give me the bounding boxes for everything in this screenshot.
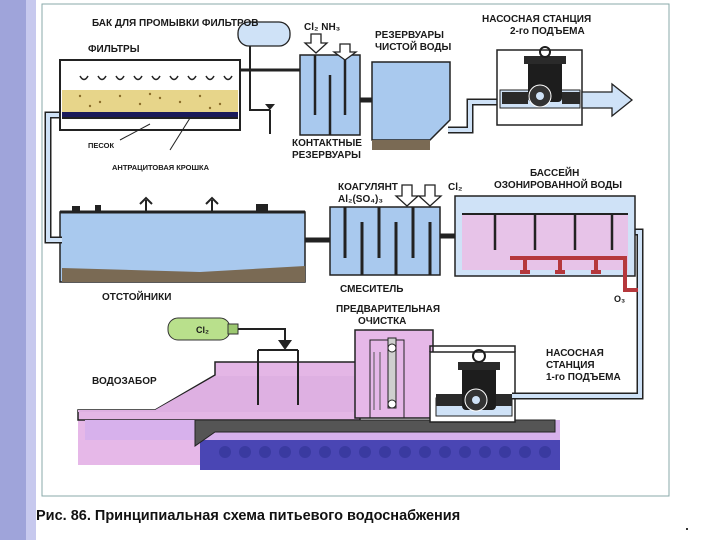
filters	[59, 59, 241, 151]
label-cl2-nh3: Cl₂ NH₃	[304, 22, 341, 33]
label-cl2-mixer: Cl₂	[448, 182, 462, 193]
intake-screens	[257, 349, 299, 405]
label-pre-clean-1: ПРЕДВАРИТЕЛЬНАЯ	[336, 304, 440, 315]
corner-dot	[686, 528, 688, 530]
settlers	[59, 196, 306, 283]
intake-channel-water	[78, 376, 360, 412]
filter-wash-tank	[237, 21, 291, 134]
clean-water-reservoir	[360, 61, 451, 150]
riverbed-stones	[219, 446, 551, 458]
label-mixer: СМЕСИТЕЛЬ	[340, 284, 403, 295]
contact-tanks	[299, 54, 361, 136]
label-ozone-pool-2: ОЗОНИРОВАННОЙ ВОДЫ	[494, 178, 622, 191]
pre-cleaning-unit	[354, 329, 434, 419]
flow-out-arrow	[581, 82, 634, 118]
label-pump2-1: НАСОСНАЯ СТАНЦИЯ	[482, 14, 591, 25]
pump-station-1-building	[429, 345, 516, 423]
label-coagulant-1: КОАГУЛЯНТ	[338, 182, 398, 193]
label-clean-water-1: РЕЗЕРВУАРЫ	[375, 30, 444, 41]
chlorine-cylinder-icon	[167, 317, 292, 350]
slide-accent-bar-light	[26, 0, 36, 540]
label-cl2-cylinder: Cl₂	[196, 325, 209, 335]
label-intake: ВОДОЗАБОР	[92, 376, 157, 387]
mixer	[329, 206, 441, 276]
label-contact-tanks-2: РЕЗЕРВУАРЫ	[292, 150, 361, 161]
label-settlers: ОТСТОЙНИКИ	[102, 290, 171, 303]
label-ozone-pool-1: БАССЕЙН	[530, 166, 579, 179]
label-coagulant-2: Al₂(SO₄)₃	[338, 194, 383, 205]
chemical-dosing-arrow	[394, 184, 443, 207]
label-clean-water-2: ЧИСТОЙ ВОДЫ	[375, 40, 452, 53]
figure-caption: Рис. 86. Принципиальная схема питьевого …	[36, 508, 461, 524]
ozone-pool	[454, 195, 638, 292]
pump-icon	[436, 349, 512, 412]
label-pre-clean-2: ОЧИСТКА	[358, 316, 406, 327]
label-contact-tanks-1: КОНТАКТНЫЕ	[292, 138, 362, 149]
label-pump1-1: НАСОСНАЯ	[546, 348, 604, 359]
slide-accent-bar	[0, 0, 26, 540]
pump-icon-2	[502, 46, 580, 108]
label-o3: O₃	[614, 294, 625, 304]
label-sand: ПЕСОК	[88, 141, 114, 150]
label-pump1-3: 1-го ПОДЪЕМА	[546, 372, 621, 383]
label-pump1-2: СТАНЦИЯ	[546, 360, 595, 371]
label-filter-wash-tank: БАК ДЛЯ ПРОМЫВКИ ФИЛЬТРОВ	[92, 18, 259, 29]
chemical-dosing-arrow-cl2-nh3	[303, 33, 358, 61]
label-pump2-2: 2-го ПОДЪЕМА	[510, 26, 585, 37]
label-anthracite: АНТРАЦИТОВАЯ КРОШКА	[112, 163, 210, 172]
label-filters: ФИЛЬТРЫ	[88, 44, 140, 55]
